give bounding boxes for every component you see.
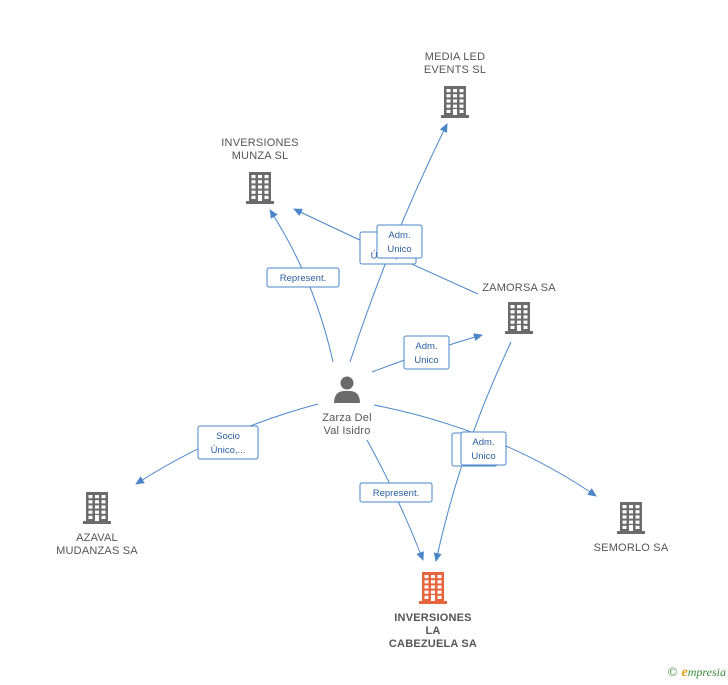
edge-label-e8[interactable]: Adm. Unico [460, 431, 507, 466]
brand-logo: ©empresia [668, 664, 726, 681]
edge-label-text: Unico [387, 244, 411, 255]
node-label: MUDANZAS SA [56, 545, 138, 557]
node-zamorsa[interactable]: ZAMORSA SA [482, 282, 556, 334]
node-label: CABEZUELA SA [389, 638, 477, 650]
building-icon [505, 302, 533, 334]
brand-initial: e [681, 665, 688, 680]
edge-label-e1[interactable]: Represent. [266, 267, 340, 288]
edge-label-text: Represent. [280, 273, 326, 284]
edge-label-text: Único,... [211, 445, 246, 456]
edge-label-e3[interactable]: Adm. Unico [376, 224, 423, 259]
edge-label-box [266, 267, 340, 288]
node-label: AZAVAL [76, 532, 118, 544]
edge-labels-layer: Represent.SocioÚnico,...Adm.UnicoAdm.Uni… [197, 224, 507, 503]
building-icon [419, 572, 447, 604]
node-label: EVENTS SL [424, 64, 486, 76]
node-label: Val Isidro [323, 425, 370, 437]
edge-label-e5[interactable]: SocioÚnico,... [197, 425, 259, 460]
node-label: MEDIA LED [425, 51, 486, 63]
edge-label-box [359, 482, 433, 503]
edge-label-text: Adm. [415, 341, 437, 352]
edge-label-box [376, 224, 423, 259]
brand-name: mpresia [687, 665, 726, 679]
copyright-symbol: © [667, 664, 678, 679]
building-icon [441, 86, 469, 118]
edge-label-box [197, 425, 259, 460]
edge-label-box [403, 335, 450, 370]
node-label: INVERSIONES [221, 137, 298, 149]
node-semorlo[interactable]: SEMORLO SA [594, 502, 669, 554]
node-label: SEMORLO SA [594, 542, 669, 554]
edge-label-text: Unico [414, 355, 438, 366]
building-icon [83, 492, 111, 524]
edge-label-box [460, 431, 507, 466]
edge-label-text: Adm. [388, 230, 410, 241]
edge-label-text: Socio [216, 431, 240, 442]
edge-label-e4[interactable]: Adm. Unico [403, 335, 450, 370]
node-label: LA [425, 625, 440, 637]
node-label: Zarza Del [322, 412, 371, 424]
building-icon [246, 172, 274, 204]
node-label: MUNZA SL [232, 150, 289, 162]
person-icon [334, 376, 360, 403]
node-label: ZAMORSA SA [482, 282, 556, 294]
building-icon [617, 502, 645, 534]
node-label: INVERSIONES [394, 612, 471, 624]
edge-label-text: Adm. [472, 437, 494, 448]
edge-label-text: Unico [471, 451, 495, 462]
edge-label-text: Represent. [373, 488, 419, 499]
edge-label-e6[interactable]: Represent. [359, 482, 433, 503]
